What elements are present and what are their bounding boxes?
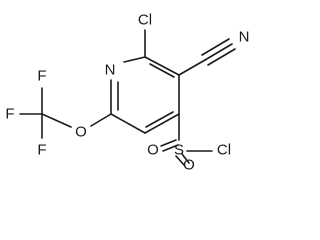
- bond-c4-c5-inner: [145, 111, 174, 128]
- structure-canvas: N Cl N O F F F S O O Cl: [5, 12, 250, 173]
- bond-c2-c3: [144, 56, 180, 76]
- atom-o-ether: O: [75, 124, 87, 141]
- atom-cl-right: Cl: [217, 142, 231, 159]
- bond-c2-c3-inner: [149, 63, 175, 78]
- bond-c2-n1: [123, 56, 146, 63]
- bond-c4-c5: [144, 113, 180, 134]
- bond-s-o-bottom-a: [175, 155, 185, 166]
- atom-o-top: O: [147, 142, 159, 159]
- atom-s: S: [174, 142, 184, 159]
- atom-o-bottom: O: [183, 157, 195, 173]
- bond-cn-triple-c: [207, 48, 236, 66]
- bond-c6-o: [90, 113, 112, 127]
- bond-o-cf3: [41, 113, 72, 128]
- bond-s-o-top-a: [160, 139, 177, 147]
- atom-f-bottom: F: [37, 142, 46, 159]
- molecule-diagram: N Cl N O F F F S O O Cl: [5, 12, 250, 173]
- bond-cn-triple-a: [204, 43, 233, 61]
- atom-f-left: F: [5, 106, 14, 123]
- atom-cyano-n: N: [239, 29, 250, 46]
- bond-s-o-bottom-b: [181, 153, 190, 164]
- atom-f-top: F: [37, 68, 46, 85]
- bond-cn-triple-b: [201, 38, 230, 56]
- bond-c5-c6: [110, 113, 146, 134]
- atom-ring-n: N: [105, 62, 116, 79]
- bond-s-o-top-b: [162, 144, 179, 152]
- bond-c3-cn: [178, 59, 206, 76]
- atom-cl-top: Cl: [138, 12, 152, 29]
